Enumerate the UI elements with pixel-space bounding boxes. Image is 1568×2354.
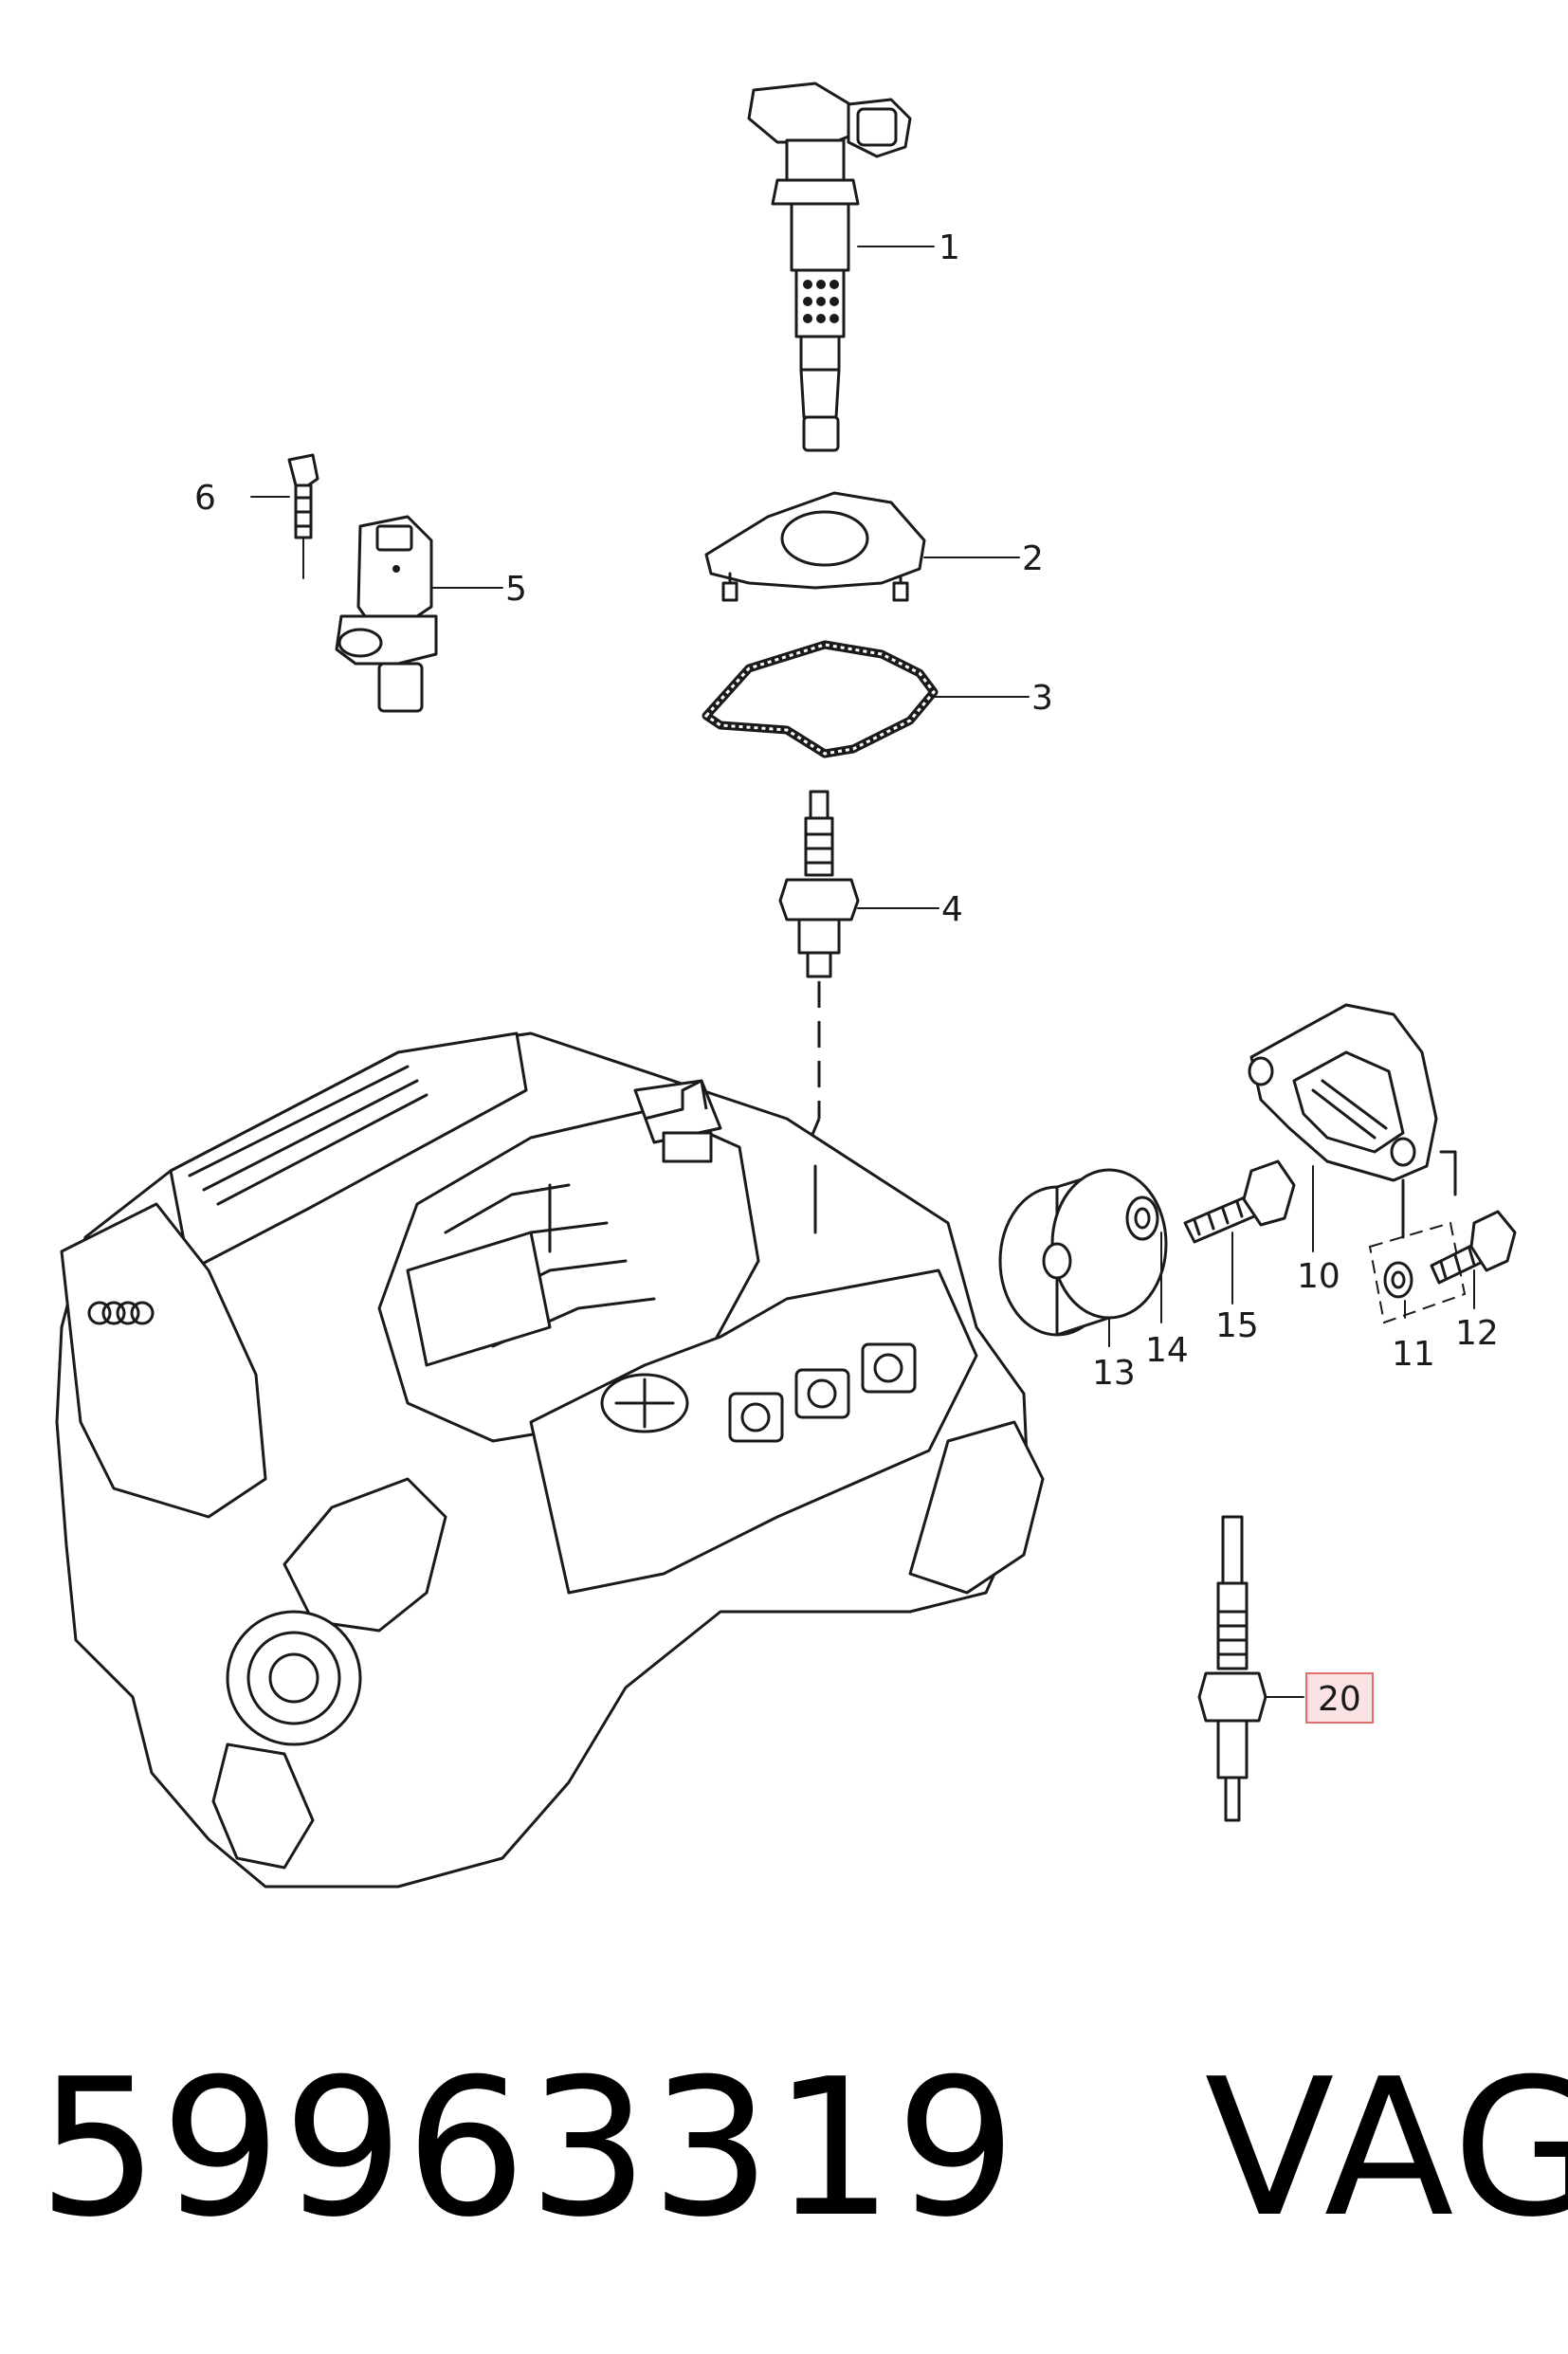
callout-1: 1 — [939, 228, 960, 267]
callout-labels: 1 2 3 4 5 6 10 11 12 13 14 15 20 — [194, 228, 1499, 1724]
brand-name: VAG — [1204, 2038, 1568, 2259]
callout-2: 2 — [1022, 539, 1044, 578]
part-sensor-and-bolt — [250, 453, 503, 713]
callout-4: 4 — [941, 890, 963, 929]
callout-3: 3 — [1031, 679, 1053, 718]
callout-12: 12 — [1455, 1314, 1499, 1353]
part-ignition-coil — [747, 82, 935, 452]
part-mount-bracket — [1248, 1003, 1457, 1252]
callout-20: 20 — [1318, 1680, 1361, 1719]
callout-13: 13 — [1092, 1354, 1136, 1393]
callout-14: 14 — [1145, 1331, 1189, 1370]
part-glow-plug — [1197, 1515, 1304, 1822]
footer-part-info: 59963319 VAG — [38, 2038, 1568, 2259]
callout-15: 15 — [1215, 1306, 1259, 1345]
callout-5: 5 — [505, 570, 527, 609]
audi-rings-logo — [87, 1301, 155, 1325]
crank-pulley — [226, 1610, 362, 1746]
part-number: 59963319 — [38, 2038, 1018, 2259]
callout-20-highlight-box — [1305, 1672, 1374, 1724]
engine-assembly — [55, 1031, 1045, 1889]
part-washer — [1125, 1195, 1162, 1323]
callout-6: 6 — [194, 479, 216, 518]
callout-11: 11 — [1392, 1335, 1435, 1374]
spark-plug-bores — [728, 1342, 917, 1443]
part-bolt-washer-group — [1368, 1210, 1517, 1324]
part-bolt-15 — [1183, 1159, 1296, 1305]
callout-10: 10 — [1297, 1257, 1340, 1296]
part-gasket — [702, 640, 1030, 758]
part-coil-bracket — [704, 491, 1020, 602]
